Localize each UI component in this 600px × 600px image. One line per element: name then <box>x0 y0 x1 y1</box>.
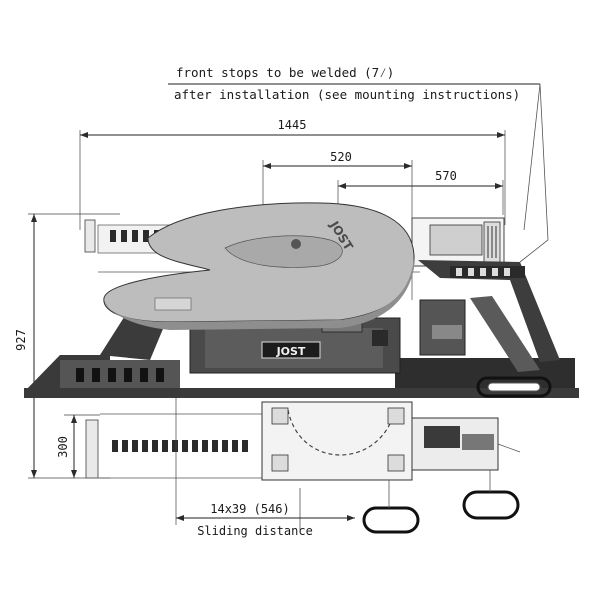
dim-label-520: 520 <box>330 150 352 164</box>
arrowhead-300-bottom <box>71 470 77 478</box>
arrowhead-right <box>497 132 505 138</box>
lower-lever <box>497 443 521 453</box>
arrowhead-520-left <box>263 163 271 169</box>
coupling-plate: JOST <box>103 202 415 330</box>
pedestal-bolt <box>372 330 388 346</box>
arrowhead-927-bottom <box>31 470 37 478</box>
arrowhead-left <box>80 132 88 138</box>
jost-logo-plate <box>261 341 321 359</box>
release-handle <box>476 376 552 398</box>
arrowhead-sliding-left <box>176 515 184 521</box>
arrowhead-927-top <box>31 214 37 222</box>
slide-rail-base <box>24 355 579 398</box>
note-leader-2 <box>519 83 549 263</box>
plate-label-tag <box>154 297 192 311</box>
dim-label-1445: 1445 <box>278 118 307 132</box>
right-frame <box>418 260 560 398</box>
handle-right <box>462 490 520 520</box>
note-line-2: after installation (see mounting instruc… <box>174 87 520 102</box>
lower-rail-stop <box>85 419 99 479</box>
arrowhead-520-right <box>404 163 412 169</box>
lower-carriage <box>261 401 413 530</box>
dimension-1445: 1445 <box>79 118 506 230</box>
dim-label-slide-steps: 14x39 (546) <box>210 502 289 516</box>
welding-note: front stops to be welded (7⁄) after inst… <box>168 65 549 263</box>
lower-rail-teeth <box>112 440 248 452</box>
frame-arm-upper <box>418 260 560 362</box>
lower-left-rail <box>85 413 262 479</box>
dim-label-570: 570 <box>435 169 457 183</box>
upper-rail-stop <box>84 219 96 253</box>
sliding-distance-caption: Sliding distance <box>197 524 313 538</box>
lower-right-mechanism <box>362 417 521 534</box>
arrowhead-sliding-right <box>347 515 355 521</box>
note-leader-1 <box>523 83 541 231</box>
jost-logo-text: JOST <box>276 345 306 358</box>
plate-slot-ring <box>224 235 343 268</box>
dim-label-927: 927 <box>14 329 28 351</box>
piston <box>432 325 462 339</box>
dimension-sliding: 14x39 (546) Sliding distance <box>175 398 355 538</box>
dimension-927: 927 <box>14 213 120 478</box>
arrowhead-570-right <box>495 183 503 189</box>
dimension-570: 570 <box>337 169 504 215</box>
dim-label-300: 300 <box>56 436 70 458</box>
plate-bolt <box>291 239 301 249</box>
upper-right-mechanism <box>411 217 505 267</box>
base-rail <box>24 388 579 398</box>
arrowhead-570-left <box>338 183 346 189</box>
left-rail-teeth <box>76 368 164 382</box>
release-box <box>429 224 483 256</box>
frame-slots <box>456 268 510 276</box>
plate-edge <box>104 258 414 330</box>
arrowhead-300-top <box>71 415 77 423</box>
lower-lock-rod <box>462 434 494 450</box>
lower-lock-cylinder <box>424 426 460 448</box>
note-line-1: front stops to be welded (7⁄) <box>176 65 394 80</box>
right-rail-block <box>395 358 575 388</box>
handle-left <box>362 506 420 534</box>
dimension-300: 300 <box>28 414 110 479</box>
frame-arm-diagonal <box>470 296 540 372</box>
